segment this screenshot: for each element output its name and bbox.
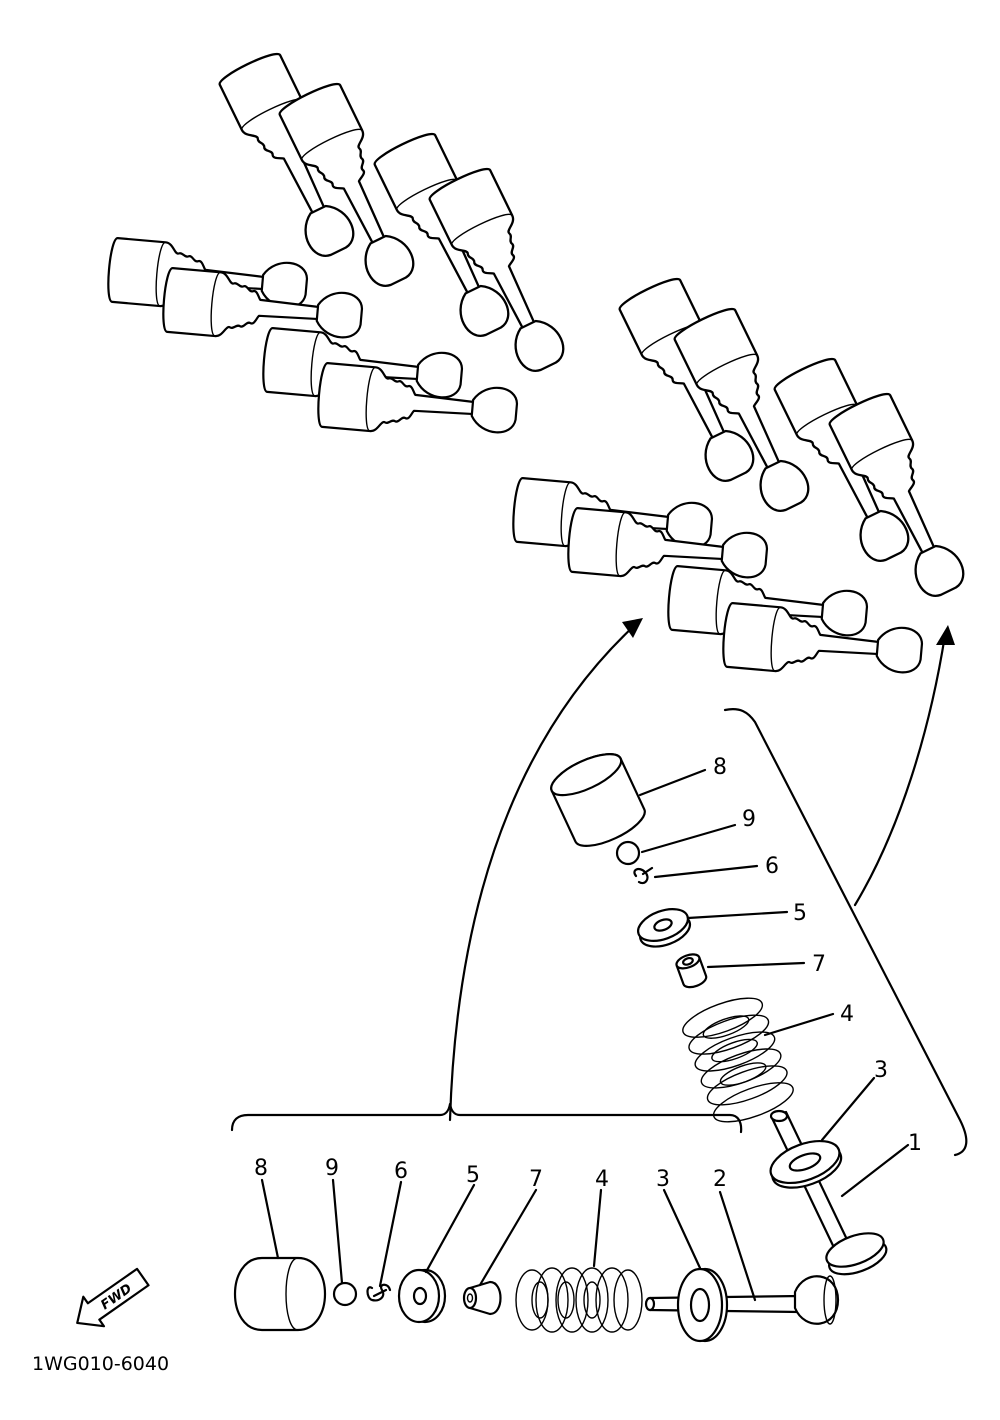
lower-seal-7 (462, 1280, 502, 1316)
figure-code: 1WG010-6040 (32, 1353, 169, 1375)
lower-exploded-parts (233, 1256, 840, 1343)
lower-group-bracket (230, 1102, 743, 1134)
upper-exploded-parts (550, 753, 888, 1276)
upper-label-4: 4 (840, 1002, 854, 1027)
upper-label-7: 7 (812, 952, 826, 977)
upper-label-3: 3 (874, 1058, 888, 1083)
lower-label-3: 3 (656, 1167, 670, 1192)
upper-label-6: 6 (765, 854, 779, 879)
upper-group-bracket (723, 708, 968, 1157)
upper-spring (682, 997, 794, 1123)
upper-valve-1 (769, 1109, 888, 1276)
lower-labels: 8 9 6 5 7 4 3 2 (254, 1156, 727, 1192)
lower-label-2: 2 (713, 1167, 727, 1192)
upper-label-8: 8 (713, 755, 727, 780)
upper-leaders (638, 768, 910, 1198)
lower-retainer-5 (397, 1268, 447, 1324)
lower-seat-3 (676, 1267, 729, 1343)
lower-label-4: 4 (595, 1167, 609, 1192)
lower-label-6: 6 (394, 1159, 408, 1184)
lower-leaders (260, 1178, 757, 1302)
lower-label-5: 5 (466, 1163, 480, 1188)
upper-group-arrow (853, 625, 955, 907)
upper-label-5: 5 (793, 901, 807, 926)
lower-group-arrow (448, 618, 643, 1122)
lower-label-8: 8 (254, 1156, 268, 1181)
fwd-arrow-icon: FWD (76, 1267, 150, 1328)
upper-label-1: 1 (908, 1131, 922, 1156)
lower-label-9: 9 (325, 1156, 339, 1181)
upper-labels: 8 9 6 5 7 4 3 1 (713, 755, 922, 1156)
upper-seal-3 (769, 1139, 843, 1189)
lower-spring-4 (515, 1267, 643, 1333)
lower-cotter-6 (366, 1283, 392, 1302)
lower-shim-9 (332, 1281, 358, 1307)
lower-lifter-8 (233, 1256, 327, 1332)
lower-label-7: 7 (529, 1167, 543, 1192)
lower-valve-2 (644, 1275, 840, 1325)
upper-label-9: 9 (742, 807, 756, 832)
